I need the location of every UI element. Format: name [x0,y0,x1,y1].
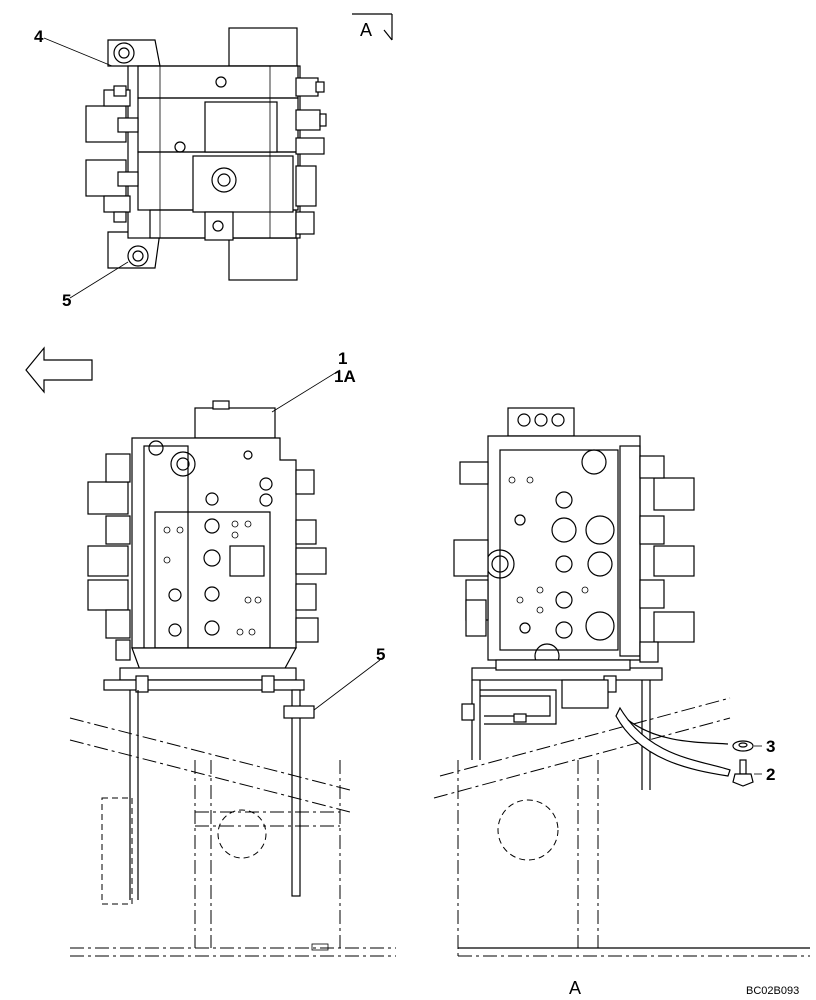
washer-part-3 [732,740,754,752]
leader-5-top [69,261,129,299]
top-view-valve [85,27,327,281]
section-marker [352,13,393,41]
callout-5-top: 5 [62,291,71,310]
leader-1 [271,369,341,413]
callout-5-mid: 5 [376,645,385,664]
callout-1a: 1A [334,367,356,386]
callout-2: 2 [766,765,775,784]
callout-1: 1 [338,349,347,368]
drawing-code: BC02B093 [746,985,799,997]
front-view-frame [69,689,396,957]
leader-5-mid [313,659,381,711]
bolt-part-2 [732,759,754,787]
install-arrow [615,706,731,777]
view-a-frame [433,680,810,960]
install-arrow-inner [627,719,729,745]
leader-4 [43,37,113,67]
callout-3: 3 [766,737,775,756]
direction-arrow [25,346,93,394]
callout-4: 4 [34,27,44,46]
view-a-label: A [569,978,581,998]
view-a-valve [453,407,695,709]
section-marker-label: A [360,20,372,40]
front-view-valve [87,400,327,693]
